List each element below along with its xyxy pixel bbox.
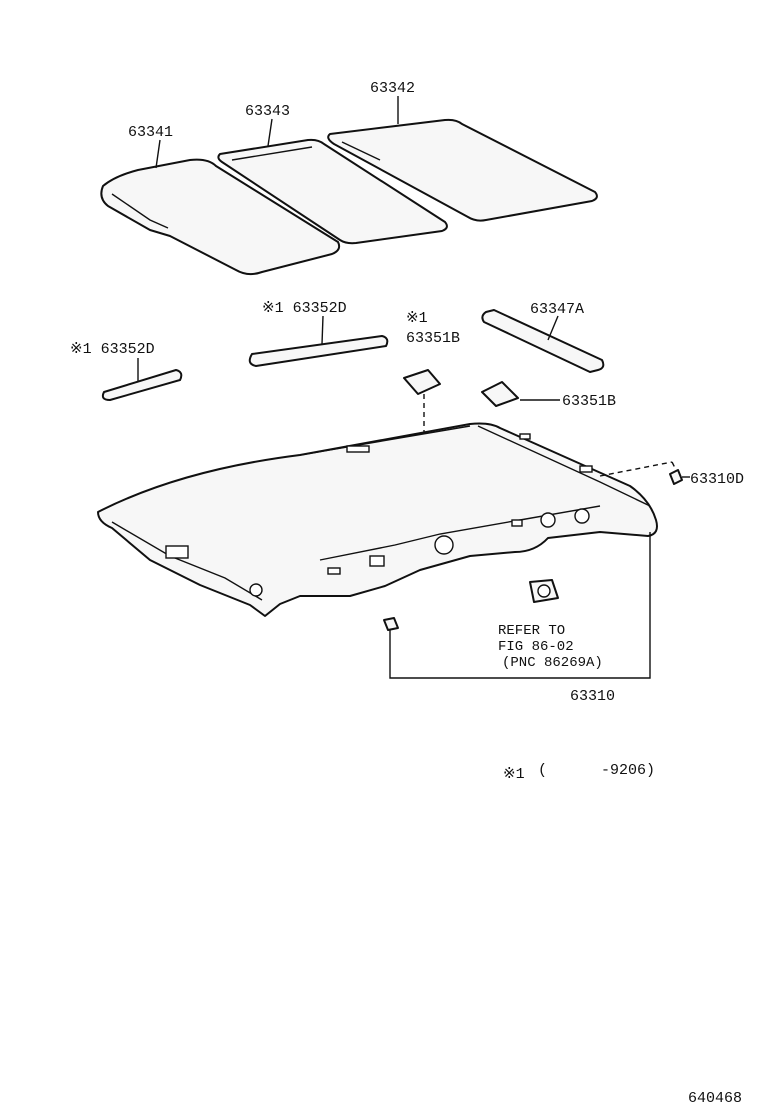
- footnote-mark: ※1: [503, 766, 525, 783]
- panel-63341: [100, 158, 341, 276]
- lamp-socket-86269a: [529, 579, 559, 603]
- clip-63310d: [669, 469, 690, 485]
- cutout: [369, 555, 385, 567]
- refer-line1: REFER TO: [498, 623, 565, 639]
- label-63351b-top: 63351B: [406, 330, 460, 347]
- cutout: [165, 545, 189, 559]
- label-63310d: 63310D: [690, 471, 744, 488]
- grommet-hole: [434, 535, 454, 555]
- label-63310: 63310: [570, 688, 615, 705]
- dome-light-opening: [346, 445, 370, 453]
- label-63352d-center: ※1 63352D: [262, 300, 347, 317]
- grommet-hole: [574, 508, 590, 524]
- label-63347a: 63347A: [530, 301, 584, 318]
- clip-small: [383, 617, 399, 631]
- refer-line3: (PNC 86269A): [502, 655, 603, 671]
- label-63351b-right: 63351B: [562, 393, 616, 410]
- leader-63352d-center: [321, 315, 324, 345]
- strip-63352d-center: [248, 335, 389, 367]
- cutout: [519, 433, 531, 440]
- cutout: [511, 519, 523, 527]
- dash-63310d: [599, 461, 673, 477]
- footnote-text: ( -9206): [538, 762, 655, 779]
- headliner-63310: [97, 422, 658, 617]
- figure-number: 640468: [688, 1090, 742, 1107]
- leader-63341: [155, 139, 161, 169]
- pad-63351b-top: [403, 369, 441, 395]
- strip-63347a: [481, 309, 605, 373]
- bracket-63310: [389, 532, 651, 679]
- pad-63351b-right: [481, 381, 519, 407]
- cutout: [327, 567, 341, 575]
- leader-63343: [267, 118, 273, 147]
- label-63343: 63343: [245, 103, 290, 120]
- label-63352d-left: ※1 63352D: [70, 341, 155, 358]
- grommet-hole: [249, 583, 263, 597]
- panel-63343: [217, 138, 448, 245]
- cutout: [579, 465, 593, 473]
- dash-63310d-tip: [671, 461, 677, 471]
- leader-63347a: [547, 315, 559, 341]
- panel-63342: [327, 118, 598, 222]
- refer-line2: FIG 86-02: [498, 639, 574, 655]
- grommet-hole: [540, 512, 556, 528]
- label-63342: 63342: [370, 80, 415, 97]
- label-63351b-mark: ※1: [406, 310, 428, 327]
- label-63341: 63341: [128, 124, 173, 141]
- strip-63352d-left: [101, 369, 183, 401]
